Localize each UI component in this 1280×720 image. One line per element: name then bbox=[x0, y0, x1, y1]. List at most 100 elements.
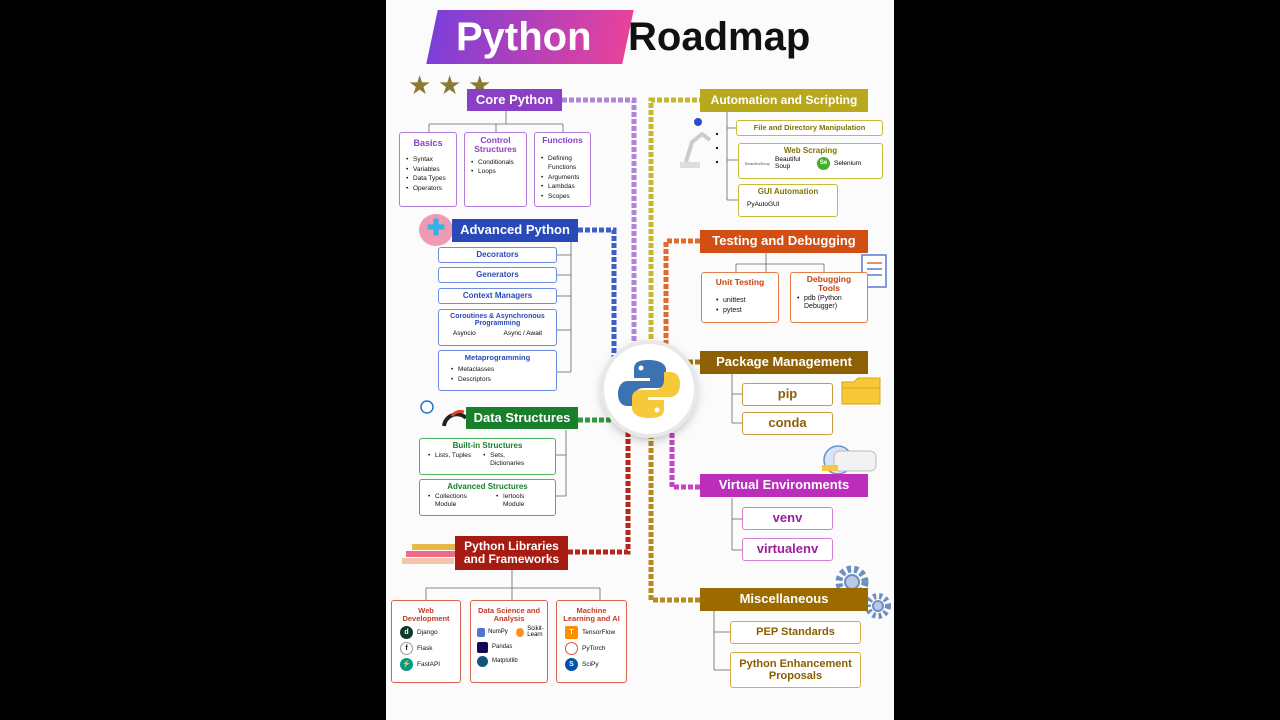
advanced-structures-item: Collections Module bbox=[428, 493, 484, 509]
gui-automation-title: GUI Automation bbox=[757, 187, 819, 196]
connector-testing bbox=[663, 238, 700, 355]
miscellaneous-header: Miscellaneous bbox=[700, 588, 868, 611]
unit-testing-card: Unit Testing unittest pytest bbox=[701, 272, 779, 323]
lib-item: Django bbox=[417, 628, 438, 636]
metaprogramming-card: Metaprogramming Metaclasses Descriptors bbox=[438, 350, 557, 391]
checklist-icon bbox=[861, 254, 887, 288]
basics-title: Basics bbox=[413, 138, 443, 148]
sklearn-icon bbox=[516, 627, 525, 637]
generators-item: Generators bbox=[438, 267, 557, 283]
virtualenv-item: virtualenv bbox=[742, 538, 833, 561]
basics-item: Data Types bbox=[406, 174, 456, 184]
gears-icon bbox=[835, 565, 891, 619]
functions-item: Arguments bbox=[541, 173, 590, 183]
gui-item: PyAutoGUI bbox=[747, 201, 780, 209]
functions-item: Lambdas bbox=[541, 182, 590, 192]
decorators-item: Decorators bbox=[438, 247, 557, 263]
basics-item: Operators bbox=[406, 184, 456, 194]
star-icon: ★ bbox=[408, 70, 432, 100]
file-directory-item: File and Directory Manipulation bbox=[736, 120, 883, 136]
data-structures-header: Data Structures bbox=[466, 407, 578, 429]
unit-testing-item: pytest bbox=[716, 306, 778, 317]
gauge-icon bbox=[420, 400, 468, 427]
scraping-item: Beautiful Soup bbox=[775, 156, 801, 171]
django-icon: d bbox=[400, 625, 413, 639]
functions-card: Functions Defining Functions Arguments L… bbox=[534, 132, 591, 207]
lib-item: Pandas bbox=[492, 644, 513, 651]
web-development-title: Web Development bbox=[402, 606, 450, 623]
pytorch-icon bbox=[565, 641, 578, 655]
advanced-structures-item: Iertools Module bbox=[496, 493, 544, 509]
web-scraping-title: Web Scraping bbox=[783, 146, 838, 155]
lib-item: Matplotlib bbox=[492, 658, 518, 665]
pep-proposals-item: Python Enhancement Proposals bbox=[730, 652, 861, 688]
tensorflow-icon: T bbox=[565, 625, 578, 639]
functions-item: Scopes bbox=[541, 192, 590, 202]
control-item: Conditionals bbox=[471, 158, 526, 168]
data-science-card: Data Science and Analysis NumPy Scikit-L… bbox=[470, 600, 548, 683]
venv-item: venv bbox=[742, 507, 833, 530]
coroutines-item: Async / Await bbox=[503, 329, 543, 337]
lib-item: SciPy bbox=[582, 660, 599, 668]
debugging-item: pdb (Python Debugger) bbox=[797, 295, 859, 312]
pandas-icon bbox=[477, 641, 488, 653]
title-python: Python bbox=[456, 15, 592, 59]
robot-arm-icon bbox=[680, 118, 719, 168]
connector-advanced bbox=[578, 227, 617, 370]
basics-item: Syntax bbox=[406, 155, 456, 165]
pip-item: pip bbox=[742, 383, 833, 406]
control-item: Loops bbox=[471, 167, 526, 177]
roadmap-poster: Python Roadmap ★ ★ ★ Core Python Basics … bbox=[386, 0, 894, 720]
connector-lines bbox=[425, 97, 825, 671]
star-icon: ★ bbox=[438, 70, 462, 100]
lib-item: NumPy bbox=[488, 629, 508, 636]
connector-libraries bbox=[568, 420, 631, 555]
context-managers-item: Context Managers bbox=[438, 288, 557, 304]
numpy-icon bbox=[477, 627, 486, 637]
data-science-title: Data Science and Analysis bbox=[477, 606, 541, 623]
selenium-icon: Se bbox=[817, 156, 830, 170]
connector-misc bbox=[648, 435, 700, 603]
basics-card: Basics Syntax Variables Data Types Opera… bbox=[399, 132, 457, 207]
core-python-header: Core Python bbox=[467, 89, 562, 111]
pep-standards-item: PEP Standards bbox=[730, 621, 861, 644]
gui-automation-card: GUI Automation PyAutoGUI bbox=[738, 184, 838, 217]
functions-item: Defining Functions bbox=[541, 154, 590, 173]
builtin-title: Built-in Structures bbox=[452, 441, 523, 450]
meta-item: Descriptors bbox=[451, 375, 556, 385]
lib-item: PyTorch bbox=[582, 644, 606, 652]
connector-core bbox=[562, 97, 637, 360]
fastapi-icon: ⚡ bbox=[400, 657, 413, 671]
unit-testing-title: Unit Testing bbox=[715, 277, 765, 287]
automation-header: Automation and Scripting bbox=[700, 89, 868, 112]
functions-title: Functions bbox=[542, 135, 583, 145]
advanced-structures-title: Advanced Structures bbox=[447, 482, 528, 491]
python-logo-icon bbox=[604, 344, 694, 434]
books-icon bbox=[402, 544, 456, 564]
control-structures-title: Control Structures bbox=[474, 135, 517, 154]
debugging-tools-title: Debugging Tools bbox=[806, 274, 852, 293]
advanced-python-header: Advanced Python bbox=[452, 219, 578, 242]
beautifulsoup-logo: BeautifulSoup bbox=[745, 160, 770, 166]
testing-header: Testing and Debugging bbox=[700, 230, 868, 253]
coroutines-title: Coroutines & Asynchronous Programming bbox=[450, 313, 545, 328]
title-roadmap: Roadmap bbox=[628, 15, 811, 59]
control-structures-card: Control Structures Conditionals Loops bbox=[464, 132, 527, 207]
advanced-structures-card: Advanced Structures Collections Module I… bbox=[419, 479, 556, 516]
lib-item: TensorFlow bbox=[582, 628, 616, 636]
conda-item: conda bbox=[742, 412, 833, 435]
metaprogramming-title: Metaprogramming bbox=[464, 353, 531, 362]
vr-headset-icon bbox=[822, 445, 877, 475]
flask-icon: f bbox=[400, 641, 413, 655]
coroutines-card: Coroutines & Asynchronous Programming As… bbox=[438, 309, 557, 346]
unit-testing-item: unittest bbox=[716, 296, 778, 307]
builtin-item: Sets, Dictionaries bbox=[483, 452, 539, 468]
lib-item: Scikit-Learn bbox=[527, 625, 544, 639]
virtual-environments-header: Virtual Environments bbox=[700, 474, 868, 497]
meta-item: Metaclasses bbox=[451, 365, 556, 375]
coroutines-item: Asyncio bbox=[452, 329, 476, 337]
matplotlib-icon bbox=[477, 655, 488, 667]
connector-venv bbox=[669, 430, 700, 490]
